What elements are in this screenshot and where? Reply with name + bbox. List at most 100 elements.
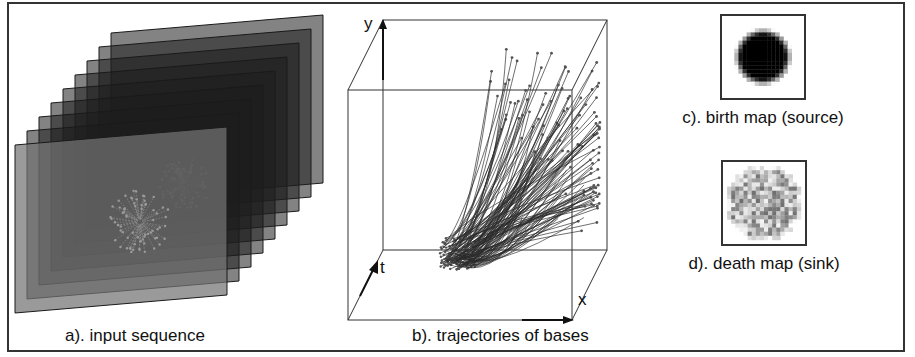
map-pixel — [731, 219, 735, 223]
trajectory — [461, 212, 562, 261]
map-pixel — [751, 61, 755, 65]
map-pixel — [772, 170, 776, 174]
map-pixel — [785, 215, 789, 219]
map-pixel — [793, 219, 797, 223]
map-pixel — [752, 170, 756, 174]
map-pixel — [731, 211, 735, 215]
trajectory-start — [456, 268, 458, 270]
trajectory-end — [595, 122, 598, 125]
map-pixel — [779, 73, 783, 77]
map-pixel — [785, 195, 789, 199]
trajectory-end — [584, 103, 587, 106]
map-pixel — [784, 49, 788, 53]
trajectory-end — [598, 152, 601, 155]
trajectory-end — [598, 146, 601, 149]
trajectory-end — [536, 52, 539, 55]
trajectory-end — [591, 162, 594, 165]
map-pixel — [797, 211, 801, 215]
trajectory-end — [547, 136, 550, 139]
map-pixel — [780, 199, 784, 203]
map-pixel — [760, 219, 764, 223]
trajectory-end — [567, 150, 570, 153]
map-pixel — [763, 73, 767, 77]
map-pixel — [751, 65, 755, 69]
map-pixel — [739, 183, 743, 187]
map-pixel — [785, 199, 789, 203]
panel-caption: b). trajectories of bases — [412, 326, 589, 346]
map-pixel — [738, 65, 742, 69]
map-pixel — [735, 207, 739, 211]
trajectory-start — [439, 252, 441, 254]
map-pixel — [789, 211, 793, 215]
map-pixel — [748, 211, 752, 215]
map-pixel — [772, 178, 776, 182]
map-pixel — [760, 236, 764, 240]
trajectory-start — [440, 256, 442, 258]
map-pixel — [784, 45, 788, 49]
trajectory-end — [597, 184, 600, 187]
map-pixel — [763, 65, 767, 69]
x-axis — [522, 319, 570, 321]
map-pixel — [780, 170, 784, 174]
map-pixel — [739, 191, 743, 195]
map-pixel — [739, 199, 743, 203]
map-pixel — [780, 232, 784, 236]
map-pixel — [744, 199, 748, 203]
map-pixel — [748, 166, 752, 170]
map-pixel — [739, 211, 743, 215]
map-pixel — [751, 28, 755, 32]
trajectory-start — [440, 246, 442, 248]
map-pixel — [797, 203, 801, 207]
map-pixel — [734, 53, 738, 57]
map-pixel — [789, 203, 793, 207]
trajectory-end — [505, 113, 508, 116]
map-box: c). birth map (source) — [720, 14, 806, 100]
map-pixel — [756, 203, 760, 207]
trajectory-end — [584, 205, 587, 208]
trajectory-end — [598, 127, 601, 130]
map-pixel — [748, 183, 752, 187]
map-pixel — [747, 32, 751, 36]
trajectory-end — [567, 70, 570, 73]
map-pixel — [756, 207, 760, 211]
trajectory-end — [594, 191, 597, 194]
map-pixel — [759, 65, 763, 69]
map-pixel — [785, 191, 789, 195]
map-pixel — [755, 61, 759, 65]
cube-edge — [572, 20, 607, 90]
map-pixel — [744, 219, 748, 223]
axis-label: x — [578, 290, 587, 310]
map-pixel — [755, 65, 759, 69]
map-pixel — [756, 228, 760, 232]
map-pixel — [731, 207, 735, 211]
map-pixel — [764, 236, 768, 240]
map-pixel — [747, 49, 751, 53]
trajectory-start — [440, 261, 442, 263]
cube-edge — [348, 250, 383, 320]
map-pixel — [735, 174, 739, 178]
map-pixel — [739, 195, 743, 199]
map-pixel — [739, 174, 743, 178]
map-pixel — [776, 191, 780, 195]
map-pixel — [763, 32, 767, 36]
map-pixel — [744, 191, 748, 195]
map-pixel — [744, 211, 748, 215]
map-pixel — [751, 53, 755, 57]
map-pixel — [759, 73, 763, 77]
map-pixel — [763, 61, 767, 65]
trajectory-end — [568, 95, 571, 98]
map-pixel — [739, 228, 743, 232]
map-pixel — [779, 41, 783, 45]
map-pixel — [776, 203, 780, 207]
map-pixel — [780, 211, 784, 215]
map-pixel — [727, 191, 731, 195]
map-pixel — [739, 207, 743, 211]
map-pixel — [784, 53, 788, 57]
map-pixel — [755, 53, 759, 57]
map-pixel — [767, 28, 771, 32]
trajectory-start — [443, 266, 445, 268]
map-pixel — [756, 187, 760, 191]
map-pixel — [748, 191, 752, 195]
map-pixel — [755, 78, 759, 82]
map-pixel — [756, 183, 760, 187]
